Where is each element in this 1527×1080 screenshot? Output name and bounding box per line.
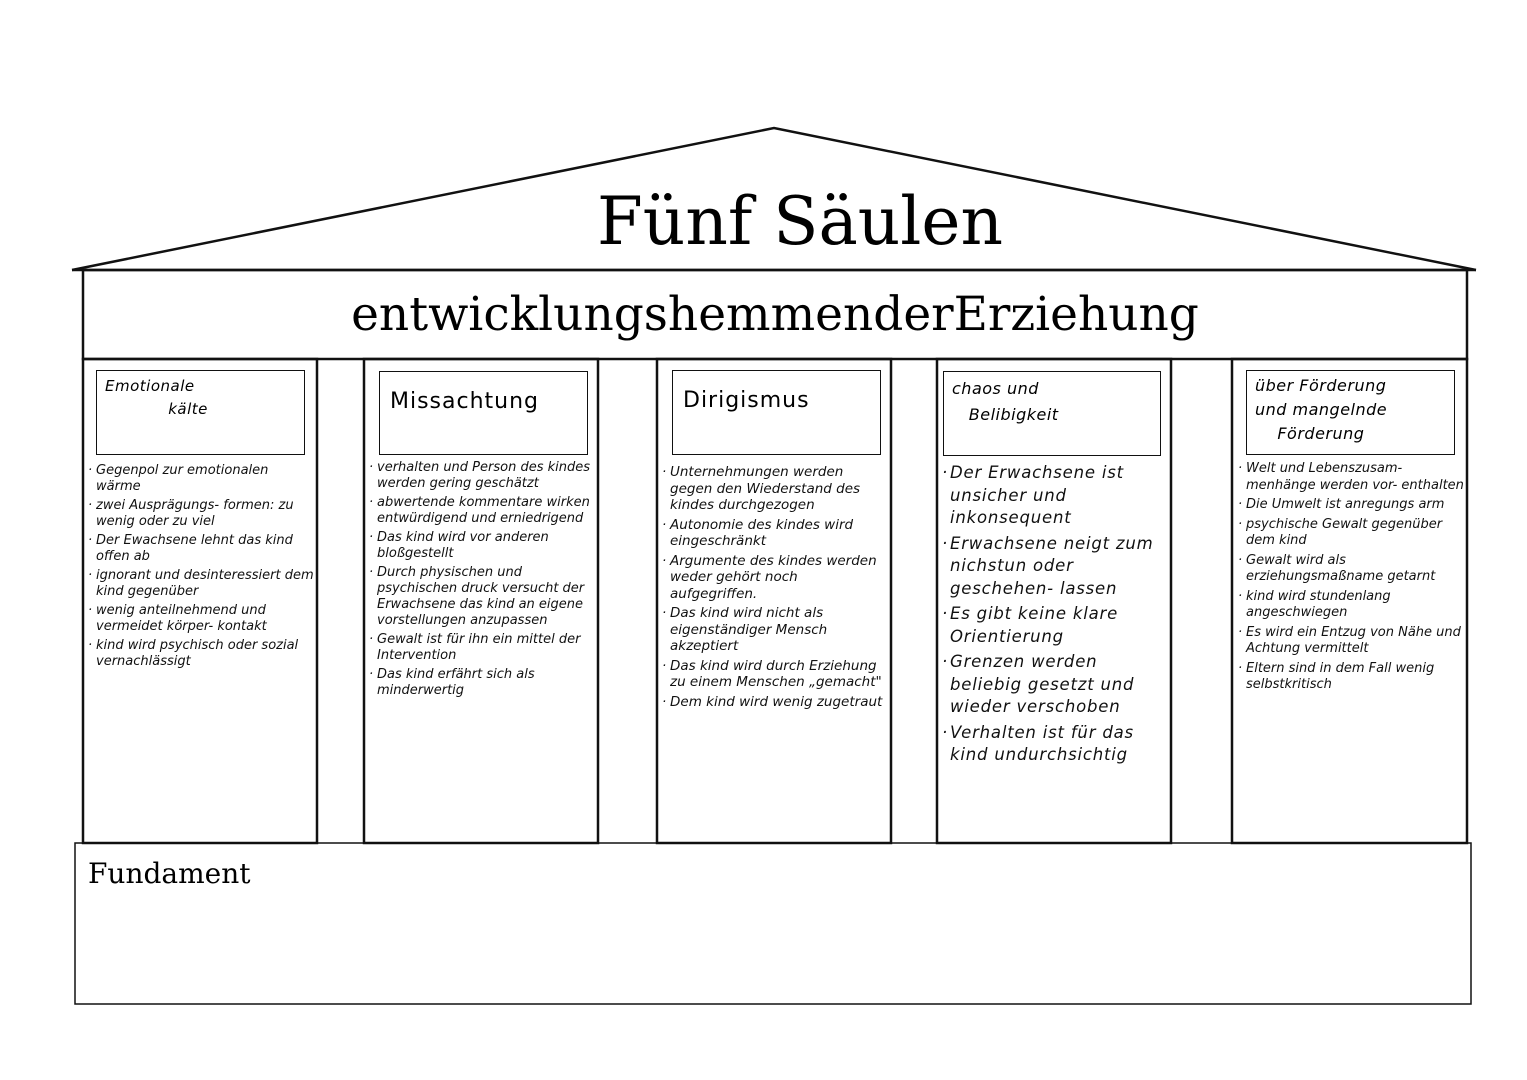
list-item: kind wird psychisch oder sozial vernachl… (88, 638, 314, 670)
list-item: Grenzen werden beliebig gesetzt und wied… (942, 651, 1168, 719)
list-item: Eltern sind in dem Fall wenig selbstkrit… (1238, 661, 1464, 694)
pillar-4-heading: chaos und Belibigkeit (943, 371, 1161, 456)
list-item: Unternehmungen werden gegen den Wiederst… (662, 464, 888, 514)
list-item: abwertende kommentare wirken entwürdigen… (369, 495, 595, 527)
list-item: ignorant und desinteressiert dem kind ge… (88, 568, 314, 600)
list-item: Es wird ein Entzug von Nähe und Achtung … (1238, 625, 1464, 658)
list-item: Die Umwelt ist anregungs arm (1238, 497, 1464, 514)
pillar-1-list: Gegenpol zur emotionalen wärme zwei Ausp… (88, 463, 314, 673)
roof-outline (71, 126, 1477, 272)
list-item: Das kind wird durch Erziehung zu einem M… (662, 658, 888, 691)
diagram-title: Fünf Säulen (597, 183, 1003, 260)
list-item: Gewalt ist für ihn ein mittel der Interv… (369, 632, 595, 664)
list-item: zwei Ausprägungs- formen: zu wenig oder … (88, 498, 314, 530)
list-item: Dem kind wird wenig zugetraut (662, 694, 888, 711)
list-item: Das kind erfährt sich als minderwertig (369, 667, 595, 699)
pillar-3-list: Unternehmungen werden gegen den Wiederst… (662, 464, 888, 713)
pillar-5-heading: über Förderung und mangelnde Förderung (1246, 370, 1455, 455)
list-item: Argumente des kindes werden weder gehört… (662, 553, 888, 603)
pillar-3-heading: Dirigismus (672, 370, 881, 455)
diagram-subtitle: entwicklungshemmenderErziehung (351, 287, 1199, 342)
pillar-4-list: Der Erwachsene ist unsicher und inkonseq… (942, 462, 1168, 770)
foundation-label: Fundament (88, 857, 251, 890)
list-item: wenig anteilnehmend und vermeidet körper… (88, 603, 314, 635)
pillar-2-heading: Missachtung (379, 371, 588, 455)
pillar-5-list: Welt und Lebenszusam- menhänge werden vo… (1238, 461, 1464, 697)
list-item: Gewalt wird als erziehungsmaßname getarn… (1238, 553, 1464, 586)
list-item: Durch physischen und psychischen druck v… (369, 565, 595, 629)
list-item: Autonomie des kindes wird eingeschränkt (662, 517, 888, 550)
foundation-frame (74, 842, 1472, 1005)
pillar-1-heading: Emotionale kälte (96, 370, 305, 455)
list-item: Es gibt keine klare Orientierung (942, 603, 1168, 648)
list-item: Das kind wird nicht als eigenständiger M… (662, 605, 888, 655)
list-item: psychische Gewalt gegenüber dem kind (1238, 517, 1464, 550)
list-item: Der Ewachsene lehnt das kind offen ab (88, 533, 314, 565)
list-item: Verhalten ist für das kind undurchsichti… (942, 722, 1168, 767)
list-item: verhalten und Person des kindes werden g… (369, 460, 595, 492)
list-item: Gegenpol zur emotionalen wärme (88, 463, 314, 495)
list-item: Das kind wird vor anderen bloßgestellt (369, 530, 595, 562)
list-item: Erwachsene neigt zum nichstun oder gesch… (942, 533, 1168, 601)
list-item: Welt und Lebenszusam- menhänge werden vo… (1238, 461, 1464, 494)
list-item: Der Erwachsene ist unsicher und inkonseq… (942, 462, 1168, 530)
pillar-2-list: verhalten und Person des kindes werden g… (369, 460, 595, 702)
list-item: kind wird stundenlang angeschwiegen (1238, 589, 1464, 622)
